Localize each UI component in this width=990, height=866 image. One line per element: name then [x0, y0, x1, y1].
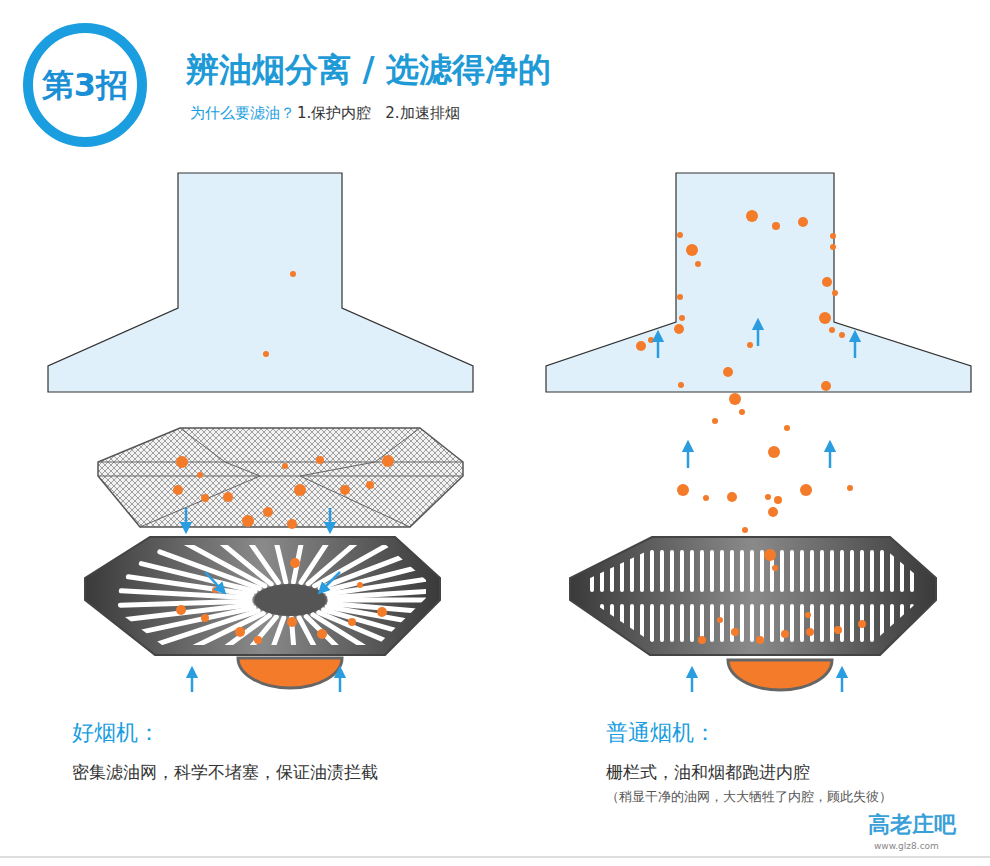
watermark: 高老庄吧 — [868, 812, 956, 838]
mesh-filter — [98, 428, 463, 527]
grille-filter-right — [570, 537, 936, 655]
mesh-filter-edges — [98, 428, 463, 527]
normal-hood-heading: 普通烟机： — [606, 720, 716, 746]
step-label: 第3招 — [42, 66, 128, 104]
reason: 2.加速排烟 — [385, 104, 459, 122]
normal-hood-remark: （稍显干净的油网，大大牺牲了内腔，顾此失彼） — [606, 789, 892, 805]
normal-hood-note: 栅栏式，油和烟都跑进内腔 — [606, 762, 810, 782]
good-hood-heading: 好烟机： — [72, 720, 160, 746]
hood-left — [48, 173, 473, 392]
hood-right — [546, 173, 971, 392]
vertical-slots — [592, 552, 912, 640]
oil-cup-right — [728, 660, 832, 690]
radial-slots — [120, 525, 460, 675]
oil-drops — [173, 210, 866, 644]
reason: 1.保护内腔 — [297, 104, 371, 122]
bottom-rule — [0, 857, 990, 858]
question: 为什么要滤油？ — [190, 104, 295, 122]
oil-cup-left — [238, 658, 342, 688]
step-badge: 第3招 — [22, 22, 148, 148]
watermark-url: www.glz8.com — [874, 841, 939, 852]
good-hood-note: 密集滤油网，科学不堵塞，保证油渍拦截 — [72, 762, 378, 782]
title: 辨油烟分离 / 选滤得净的 — [186, 50, 551, 90]
airflow-arrows — [186, 324, 855, 692]
